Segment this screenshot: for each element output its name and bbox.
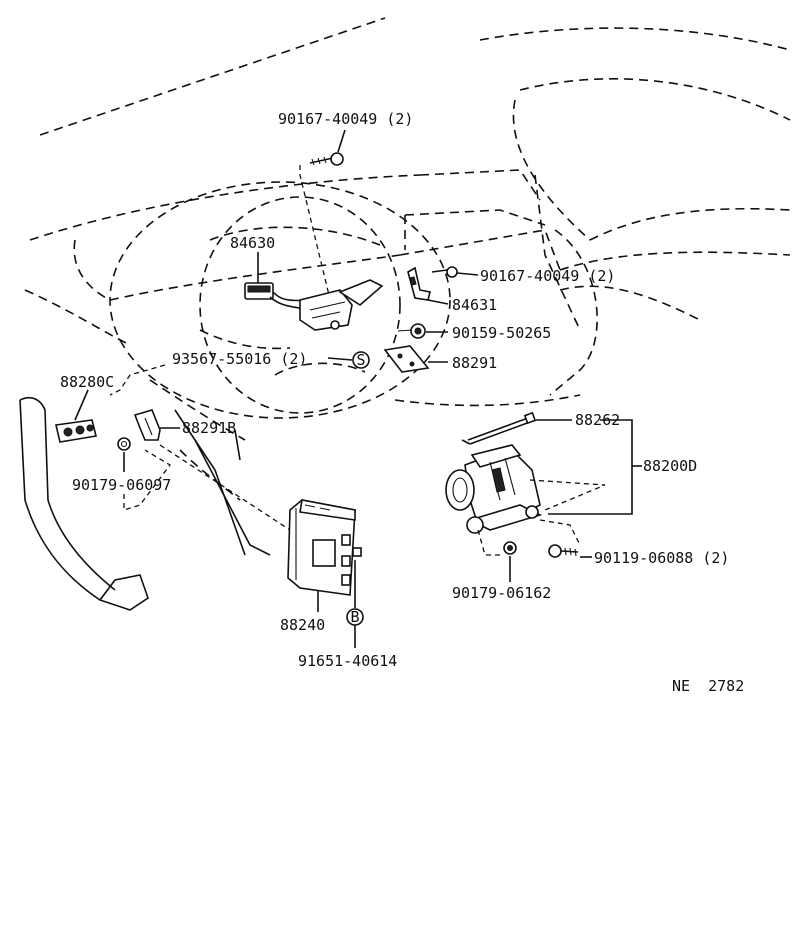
leader-93567 bbox=[327, 357, 353, 361]
cable-88262 bbox=[461, 411, 537, 445]
label-88291: 88291 bbox=[452, 354, 497, 372]
dashboard-outline bbox=[24, 17, 791, 501]
label-bolt-top: 90167-40049 (2) bbox=[278, 110, 413, 128]
bracket-84631 bbox=[407, 266, 431, 301]
bolt-top bbox=[309, 152, 344, 166]
leader-bolt-top-label bbox=[337, 129, 346, 153]
bracket-line-88200d bbox=[548, 419, 633, 515]
label-84630: 84630 bbox=[230, 234, 275, 252]
label-bolt-bottom: 91651-40614 bbox=[298, 652, 397, 670]
computer-88240 bbox=[287, 499, 362, 596]
leader-88280c bbox=[74, 389, 89, 421]
leader-bolt-right-1 bbox=[456, 272, 479, 276]
leader-actuator-dash-2 bbox=[539, 519, 581, 546]
nut-bottom bbox=[503, 541, 517, 555]
sensor-88280c bbox=[55, 419, 97, 443]
s-mark: S bbox=[356, 351, 365, 369]
label-nut-left: 90179-06097 bbox=[72, 476, 171, 494]
combination-switch bbox=[244, 279, 384, 331]
bolt-right-1 bbox=[431, 266, 458, 278]
leader-88291b-dash bbox=[159, 444, 291, 531]
b-mark: B bbox=[350, 608, 359, 626]
label-93567: 93567-55016 (2) bbox=[172, 350, 307, 368]
leader-93567-left bbox=[109, 364, 166, 396]
leader-actuator-dash bbox=[477, 529, 500, 556]
label-88200d: 88200D bbox=[643, 457, 697, 475]
leader-88200d-dash bbox=[529, 479, 606, 511]
label-88262: 88262 bbox=[575, 411, 620, 429]
actuator-88200d bbox=[445, 444, 543, 534]
label-88291b: 88291B bbox=[182, 419, 236, 437]
bolt-bottom: B bbox=[346, 608, 364, 626]
leader-nut-left-dash bbox=[123, 449, 171, 511]
label-nut-bottom: 90179-06162 bbox=[452, 584, 551, 602]
screw-93567: S bbox=[352, 351, 370, 369]
label-88240: 88240 bbox=[280, 616, 325, 634]
label-bolt-right-1: 90167-40049 (2) bbox=[480, 267, 615, 285]
catalog-code: NE 2782 bbox=[672, 677, 744, 695]
label-88280c: 88280C bbox=[60, 373, 114, 391]
leader-84631 bbox=[427, 299, 449, 305]
label-84631: 84631 bbox=[452, 296, 497, 314]
label-bolt-right-2: 90119-06088 (2) bbox=[594, 549, 729, 567]
pedal-arm bbox=[19, 396, 271, 611]
bracket-88291b bbox=[133, 409, 161, 441]
nut-left bbox=[117, 437, 131, 451]
bolt-right-2 bbox=[548, 544, 579, 558]
label-nut-right: 90159-50265 bbox=[452, 324, 551, 342]
nut-right bbox=[397, 323, 426, 339]
steering-wheel bbox=[109, 181, 451, 419]
leader-bolt-top bbox=[299, 165, 336, 321]
bracket-88291 bbox=[383, 345, 430, 373]
